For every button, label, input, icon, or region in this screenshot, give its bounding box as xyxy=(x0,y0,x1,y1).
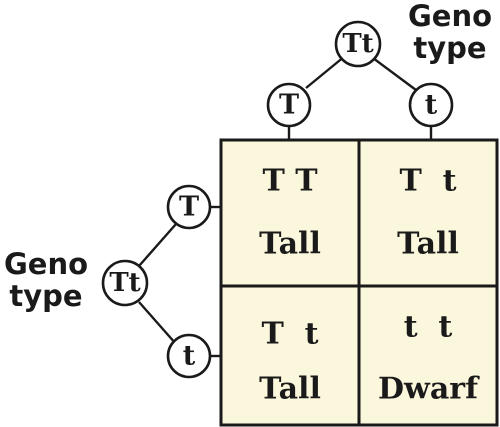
top-parent-node: Tt xyxy=(334,20,382,68)
left-parent-genotype: Tt xyxy=(109,268,140,298)
left-gamete-node: t xyxy=(166,333,212,379)
connector-left-up xyxy=(138,223,177,267)
connector-top-right xyxy=(372,57,417,91)
top-parent-genotype: Tt xyxy=(342,29,373,59)
punnett-cell: t t Dwarf xyxy=(378,310,480,407)
top-gamete-label: t xyxy=(425,90,438,121)
top-gamete-node: T xyxy=(266,82,312,128)
top-gamete-label: T xyxy=(279,90,299,121)
connector-top-left xyxy=(305,55,346,89)
top-gamete-node: t xyxy=(408,82,454,128)
left-gamete-node: T xyxy=(166,184,212,230)
left-genotype-label-line1: Geno xyxy=(4,247,88,281)
cell-phenotype: Tall xyxy=(259,227,321,262)
cell-genotype: t t xyxy=(404,310,453,345)
top-genotype-label-line1: Geno xyxy=(408,0,492,33)
punnett-grid: T T Tall T t Tall T t Tall t t Dwarf xyxy=(219,138,499,427)
punnett-cell: T t Tall xyxy=(259,317,321,407)
cell-genotype: T t xyxy=(399,164,456,199)
cell-phenotype: Tall xyxy=(259,372,321,407)
punnett-cell: T T Tall xyxy=(259,164,321,262)
cell-genotype: T t xyxy=(261,317,318,352)
left-gamete-label: t xyxy=(183,341,196,372)
top-genotype-label-line2: type xyxy=(413,31,486,65)
left-parent-node: Tt xyxy=(101,259,149,307)
top-genotype-label: Geno type xyxy=(408,0,492,65)
left-gamete-label: T xyxy=(179,192,199,223)
cell-genotype: T T xyxy=(262,164,318,199)
punnett-cell: T t Tall xyxy=(397,164,459,262)
connector-left-down xyxy=(138,301,177,345)
cell-phenotype: Tall xyxy=(397,227,459,262)
left-genotype-label-line2: type xyxy=(9,279,82,313)
left-genotype-label: Geno type xyxy=(4,247,88,313)
cell-phenotype: Dwarf xyxy=(378,372,480,407)
